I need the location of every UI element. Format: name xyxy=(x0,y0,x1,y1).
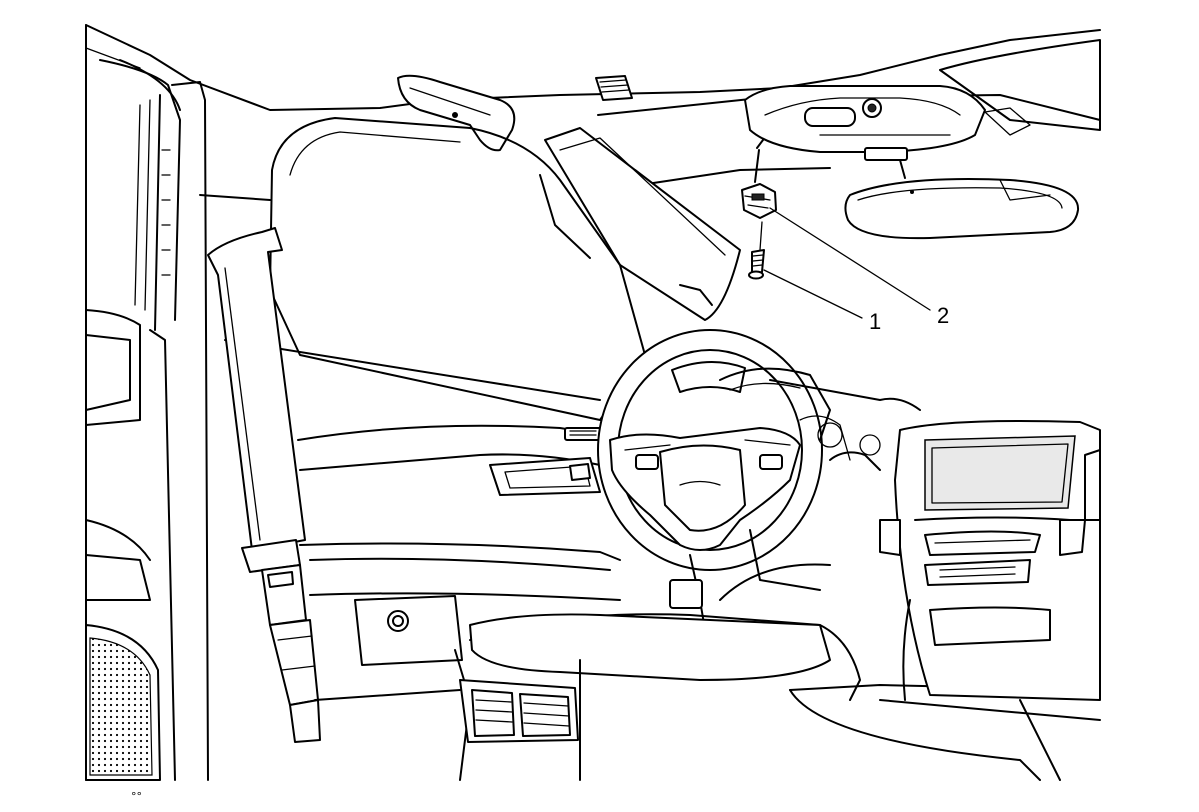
callout-label-1: 1 xyxy=(869,309,881,334)
roof-vent xyxy=(595,75,633,101)
sensor-assembly xyxy=(741,139,777,219)
rear-view-mirror xyxy=(844,159,1080,240)
footer-mark: °° xyxy=(131,790,142,803)
callout-leaders xyxy=(763,207,931,319)
a-pillar xyxy=(539,127,741,321)
center-console xyxy=(454,613,1041,781)
right-trim xyxy=(879,699,1101,781)
instrument-cluster xyxy=(719,367,881,471)
overhead-console xyxy=(744,85,986,161)
callout-label-2: 2 xyxy=(937,303,949,328)
door-panel xyxy=(297,424,621,701)
retaining-bolt xyxy=(748,221,765,280)
front-door-window xyxy=(199,117,646,421)
speaker-grille xyxy=(85,624,161,781)
center-stack xyxy=(879,420,1101,701)
left-door-frame xyxy=(85,24,209,781)
steering-wheel xyxy=(597,329,823,661)
right-air-vent xyxy=(1084,449,1101,521)
seat-belt xyxy=(207,227,321,743)
grab-handle xyxy=(397,74,516,152)
